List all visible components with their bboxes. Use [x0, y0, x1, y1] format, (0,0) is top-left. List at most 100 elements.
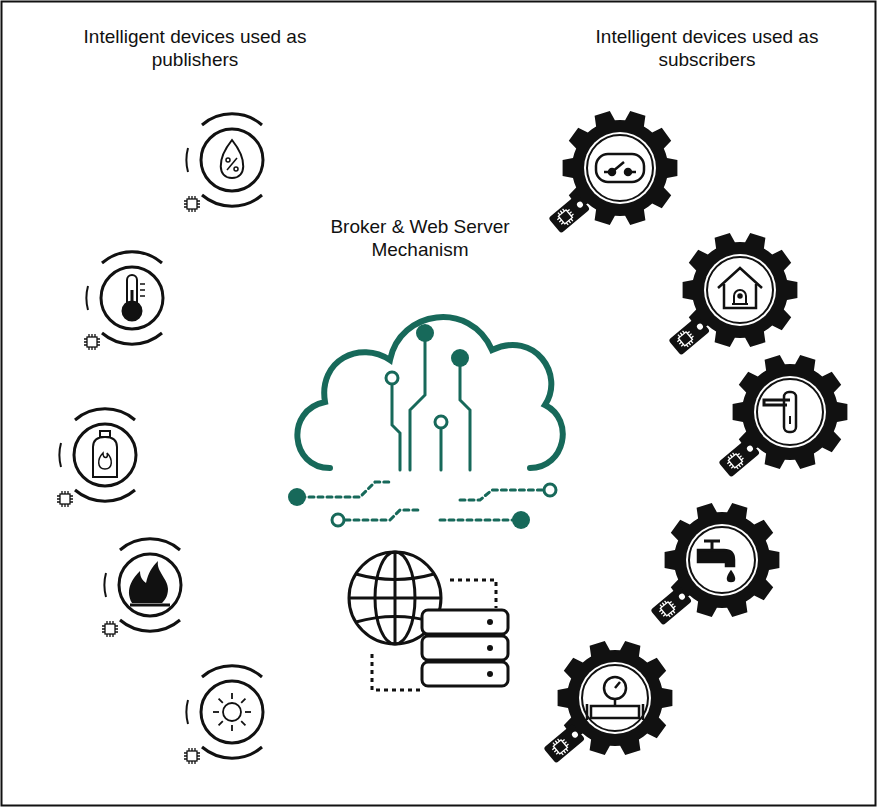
publisher-sensor: [184, 114, 263, 212]
stroke: [223, 703, 241, 721]
stroke: [100, 431, 110, 437]
stroke: [718, 268, 762, 308]
chip-symbol: [84, 334, 100, 350]
stroke: [674, 328, 697, 351]
stroke: [549, 736, 572, 759]
stroke: [596, 154, 644, 182]
stroke: [724, 450, 747, 473]
stroke: [231, 725, 233, 731]
stroke: [120, 539, 180, 550]
chip-symbol: [554, 206, 577, 229]
broker-heading: Broker & Web Server Mechanism: [315, 215, 525, 261]
stroke: [101, 267, 163, 329]
stroke: [739, 295, 742, 298]
stroke: [746, 444, 754, 452]
stroke: [227, 158, 237, 170]
publisher-sensor: [184, 666, 263, 764]
stroke: [650, 586, 692, 626]
stroke: [231, 693, 233, 699]
stroke: [571, 730, 579, 738]
stroke: [754, 376, 826, 448]
stroke: [226, 158, 230, 162]
subscriber-actuator: [650, 503, 779, 626]
stroke: [184, 196, 200, 212]
stroke: [84, 334, 100, 350]
stroke: [187, 751, 197, 761]
stroke: [704, 254, 776, 326]
stroke: [596, 154, 644, 182]
subscriber-actuator: [543, 641, 672, 764]
stroke: [764, 392, 796, 432]
chip-symbol: [184, 196, 200, 212]
stroke: [99, 453, 112, 469]
stroke: [184, 748, 200, 764]
stroke: [184, 196, 200, 212]
stroke: [698, 541, 734, 581]
stroke: [102, 621, 118, 637]
stroke: [587, 682, 643, 720]
stroke: [87, 337, 97, 347]
stroke: [221, 140, 244, 178]
stroke: [234, 167, 238, 171]
stroke: [186, 700, 188, 724]
web-server-icon: [349, 552, 508, 690]
publisher-sensor: [102, 539, 181, 637]
cloud: [288, 317, 563, 529]
stroke: [187, 199, 197, 209]
stroke: [84, 334, 100, 350]
stroke: [74, 424, 136, 486]
stroke: [686, 524, 758, 596]
stroke: [576, 200, 584, 208]
stroke: [202, 114, 262, 125]
stroke: [202, 666, 262, 677]
stroke: [184, 748, 200, 764]
stroke: [102, 621, 118, 637]
stroke: [129, 561, 168, 603]
subscriber-icons: [543, 111, 847, 764]
stroke: [184, 196, 200, 212]
stroke: [102, 621, 118, 637]
stroke: [656, 598, 679, 621]
stroke: [241, 699, 245, 703]
stroke: [656, 598, 679, 621]
stroke: [554, 206, 577, 229]
chip-symbol: [184, 748, 200, 764]
stroke: [625, 169, 631, 175]
stroke: [704, 541, 720, 550]
stroke: [757, 379, 823, 445]
stroke: [120, 620, 180, 631]
subscriber-actuator: [718, 355, 847, 478]
stroke: [202, 195, 262, 206]
stroke: [75, 409, 135, 420]
stroke: [650, 586, 692, 626]
subscriber-actuator: [548, 111, 677, 234]
stroke: [784, 392, 796, 432]
stroke: [707, 257, 773, 323]
stroke: [548, 194, 590, 234]
stroke: [582, 665, 648, 731]
stroke: [674, 328, 697, 351]
stroke: [130, 604, 170, 607]
stroke: [587, 677, 643, 720]
stroke: [60, 494, 70, 504]
stroke: [668, 316, 710, 356]
stroke: [86, 286, 88, 310]
chip-symbol: [549, 736, 572, 759]
stroke: [584, 132, 656, 204]
stroke: [548, 194, 590, 234]
stroke: [587, 135, 653, 201]
stroke: [549, 736, 572, 759]
subscriber-heading: Intelligent devices used as subscribers: [572, 25, 842, 71]
stroke: [609, 169, 615, 175]
stroke: [728, 572, 734, 581]
stroke: [543, 724, 585, 764]
stroke: [102, 333, 162, 344]
stroke: [764, 400, 790, 405]
stroke: [140, 284, 145, 296]
stroke: [186, 148, 188, 172]
stroke: [57, 491, 73, 507]
stroke: [184, 748, 200, 764]
